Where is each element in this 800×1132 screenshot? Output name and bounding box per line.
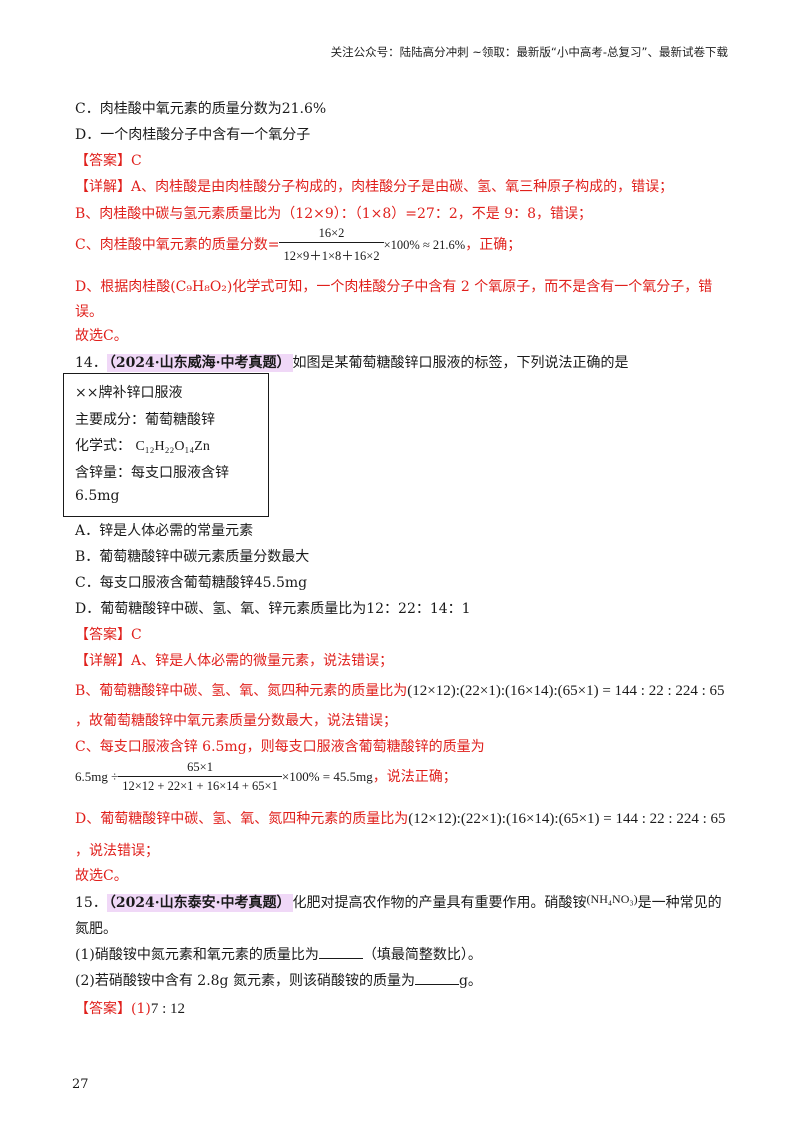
q13-fraction-numerator: 16×2 [318, 226, 345, 240]
q14-answer: 【答案】C [75, 627, 142, 643]
q13-choose: 故选C。 [75, 328, 128, 344]
q15-stem: 15．（2024·山东泰安·中考真题）化肥对提高农作物的产量具有重要作用。硝酸铵… [75, 892, 722, 912]
q15-answer: 【答案】(1)7 : 12 [75, 998, 185, 1018]
q13-answer: 【答案】C [75, 153, 142, 169]
label-line-5: 6.5mg [75, 488, 120, 504]
q15-q1-text: (1)硝酸铵中氮元素和氧元素的质量比为 [75, 947, 319, 963]
q15-source-tag: （2024·山东泰安·中考真题） [106, 894, 293, 912]
label-line-1: ××牌补锌口服液 [75, 385, 183, 401]
q13-fraction: 16×2 12×9＋1×8＋16×2 [279, 226, 384, 264]
q15-answer-value: 7 : 12 [150, 1001, 186, 1017]
q14-detail-b-conclusion: ，故葡萄糖酸锌中氧元素质量分数最大，说法错误； [75, 713, 397, 729]
label-line-2: 主要成分：葡萄糖酸锌 [75, 412, 215, 428]
q15-q2-unit: g。 [458, 973, 482, 989]
q13-fraction-denominator: 12×9＋1×8＋16×2 [279, 242, 384, 264]
q14-fraction-numerator: 65×1 [187, 760, 213, 774]
q14-option-c: C．每支口服液含葡萄糖酸锌45.5mg [75, 575, 308, 591]
q13-detail-d-line1: D、根据肉桂酸(C₉H₈O₂)化学式可知，一个肉桂酸分子中含有 2 个氧原子，而… [75, 279, 713, 295]
q15-q2-blank[interactable] [414, 972, 459, 985]
q13-detail-d-line2: 误。 [75, 304, 103, 320]
q13-detail-c-tail: ×100% ≈ 21.6% [383, 238, 466, 252]
q15-q1-blank[interactable] [318, 946, 363, 959]
q14-detail-b-prefix: B、葡萄糖酸锌中碳、氢、氧、氮四种元素的质量比为 [75, 683, 408, 699]
q14-detail-a: 【详解】A、锌是人体必需的微量元素，说法错误； [75, 653, 394, 669]
q14-detail-c-tail: ×100% = 45.5mg [281, 769, 373, 784]
q15-number: 15． [75, 895, 107, 911]
q15-stem-line2: 氮肥。 [75, 921, 117, 937]
q15-stem-suffix: 是一种常见的 [637, 895, 722, 911]
q13-detail-c: C、肉桂酸中氧元素的质量分数= 16×2 12×9＋1×8＋16×2×100% ≈ … [75, 226, 521, 264]
q14-fraction: 65×1 12×12 + 22×1 + 16×14 + 65×1 [118, 760, 282, 794]
q15-answer-prefix: 【答案】(1) [75, 1001, 151, 1017]
q14-option-a: A．锌是人体必需的常量元素 [75, 523, 254, 539]
q13-detail-c-prefix: C、肉桂酸中氧元素的质量分数= [75, 237, 280, 253]
q14-choose: 故选C。 [75, 868, 128, 884]
q14-stem-text: 如图是某葡萄糖酸锌口服液的标签，下列说法正确的是 [292, 355, 629, 371]
q14-detail-c-lead: 6.5mg ÷ [75, 769, 119, 784]
q14-option-b: B．葡萄糖酸锌中碳元素质量分数最大 [75, 549, 310, 565]
page-number: 27 [72, 1077, 89, 1092]
q14-detail-c-suffix: ，说法正确； [372, 769, 457, 785]
q14-source-tag: （2024·山东威海·中考真题） [106, 354, 293, 372]
q15-stem-prefix: 化肥对提高农作物的产量具有重要作用。硝酸铵 [292, 895, 587, 911]
q14-detail-b: B、葡萄糖酸锌中碳、氢、氧、氮四种元素的质量比为(12×12):(22×1):(… [75, 680, 725, 700]
label-line-3: 化学式： C₁₂H₂₂O₁₄Zn [75, 435, 210, 455]
q14-detail-d-prefix: D、葡萄糖酸锌中碳、氢、氧、氮四种元素的质量比为 [75, 811, 409, 827]
q14-detail-c-formula: 6.5mg ÷ 65×1 12×12 + 22×1 + 16×14 + 65×1×1… [75, 760, 457, 794]
q13-detail-a: 【详解】A、肉桂酸是由肉桂酸分子构成的，肉桂酸分子是由碳、氢、氧三种原子构成的，… [75, 179, 674, 195]
q14-detail-c-text: C、每支口服液含锌 6.5mg，则每支口服液含葡萄糖酸锌的质量为 [75, 739, 485, 755]
q15-q2-text: (2)若硝酸铵中含有 2.8g 氮元素，则该硝酸铵的质量为 [75, 973, 415, 989]
q13-detail-b: B、肉桂酸中碳与氢元素质量比为（12×9）：（1×8）=27：2，不是 9：8，… [75, 206, 593, 222]
q15-q1-hint: （填最简整数比）。 [362, 947, 482, 963]
q14-detail-d: D、葡萄糖酸锌中碳、氢、氧、氮四种元素的质量比为(12×12):(22×1):(… [75, 808, 726, 828]
q13-option-d: D．一个肉桂酸分子中含有一个氧分子 [75, 127, 311, 143]
q15-formula: (NH₄NO₃) [586, 892, 638, 906]
label-line-4: 含锌量：每支口服液含锌 [75, 465, 229, 481]
page-header: 关注公众号：陆陆高分冲刺 ~领取：最新版“小中高考-总复习”、最新试卷下载 [330, 45, 728, 59]
q14-mass-ratio: (12×12):(22×1):(16×14):(65×1) = 144 : 22… [407, 683, 725, 699]
q14-stem: 14．（2024·山东威海·中考真题）如图是某葡萄糖酸锌口服液的标签，下列说法正… [75, 352, 629, 372]
q14-fraction-denominator: 12×12 + 22×1 + 16×14 + 65×1 [118, 776, 282, 794]
q15-subquestion-2: (2)若硝酸铵中含有 2.8g 氮元素，则该硝酸铵的质量为 g。 [75, 970, 482, 990]
q13-option-c: C．肉桂酸中氧元素的质量分数为21.6% [75, 101, 327, 117]
q14-detail-d-conclusion: ，说法错误； [75, 843, 159, 859]
label-formula-prefix: 化学式： [75, 438, 131, 454]
q13-detail-c-suffix: ，正确； [465, 237, 522, 253]
q15-subquestion-1: (1)硝酸铵中氮元素和氧元素的质量比为 （填最简整数比）。 [75, 944, 482, 964]
q14-number: 14． [75, 355, 107, 371]
q14-mass-ratio-d: (12×12):(22×1):(16×14):(65×1) = 144 : 22… [408, 811, 726, 827]
product-label-box: ××牌补锌口服液 主要成分：葡萄糖酸锌 化学式： C₁₂H₂₂O₁₄Zn 含锌量… [63, 373, 269, 517]
q14-option-d: D．葡萄糖酸锌中碳、氢、氧、锌元素质量比为12：22：14：1 [75, 601, 471, 617]
label-formula: C₁₂H₂₂O₁₄Zn [135, 439, 210, 454]
